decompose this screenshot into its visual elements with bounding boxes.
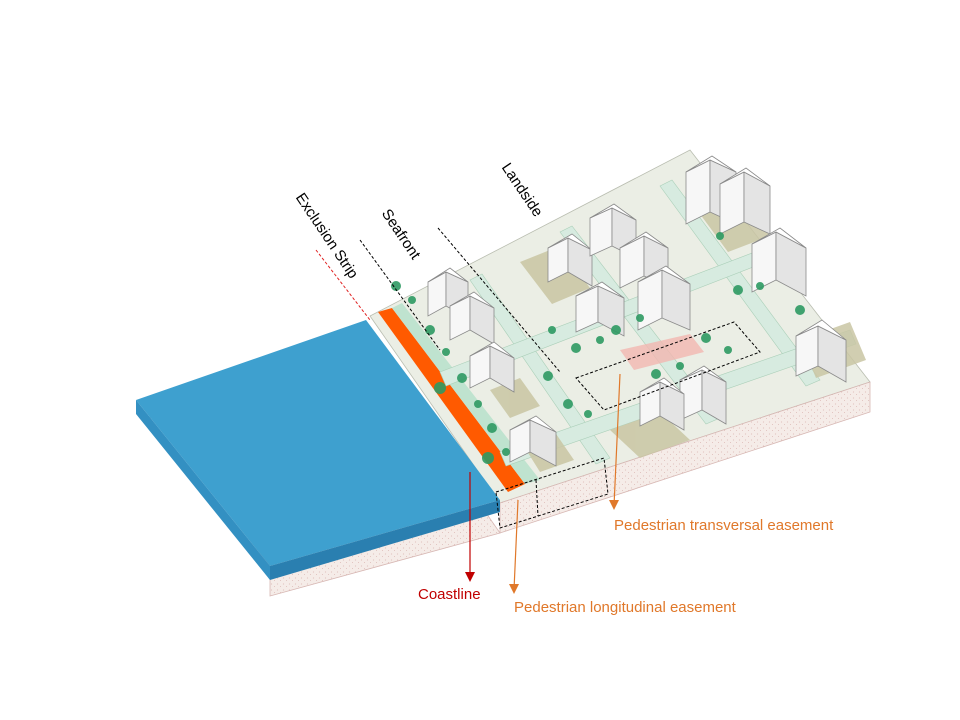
tree <box>487 423 497 433</box>
tree <box>408 296 416 304</box>
tree <box>442 348 450 356</box>
tree <box>563 399 573 409</box>
tree <box>733 285 743 295</box>
tree <box>502 448 510 456</box>
coastline-arrowhead <box>465 572 475 582</box>
tree <box>756 282 764 290</box>
tree <box>651 369 661 379</box>
tree <box>457 373 467 383</box>
tree <box>425 325 435 335</box>
tree <box>636 314 644 322</box>
tree <box>482 452 494 464</box>
tree <box>434 382 446 394</box>
coastline-label: Coastline <box>418 586 481 603</box>
longitudinal-easement-arrowhead <box>509 584 519 594</box>
tree <box>584 410 592 418</box>
tree <box>543 371 553 381</box>
tree <box>596 336 604 344</box>
tree <box>701 333 711 343</box>
tree <box>724 346 732 354</box>
tree <box>474 400 482 408</box>
tree <box>548 326 556 334</box>
tree <box>716 232 724 240</box>
tree <box>571 343 581 353</box>
tree <box>611 325 621 335</box>
transversal-easement-arrowhead <box>609 500 619 510</box>
pedestrian-transversal-easement-label: Pedestrian transversal easement <box>614 517 833 534</box>
pedestrian-longitudinal-easement-label: Pedestrian longitudinal easement <box>514 599 736 616</box>
tree <box>795 305 805 315</box>
tree <box>676 362 684 370</box>
